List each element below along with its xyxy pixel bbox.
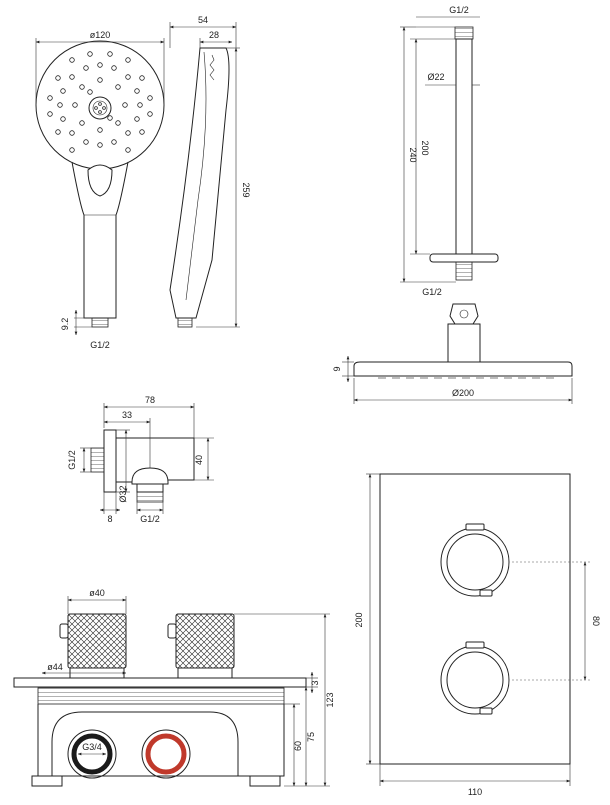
dim-arm-tube-diameter: Ø22 (427, 72, 444, 82)
dim-elbow-inlet-thread: G1/2 (67, 450, 77, 470)
dim-arm-length-200: 200 (420, 140, 430, 155)
dim-plate-knob-spacing: 80 (591, 616, 601, 626)
handshower-front-view: ø120 9.2 G1/2 (35, 30, 165, 350)
dim-overhead-thickness: 9 (332, 366, 342, 371)
dim-elbow-outlet-thread: G1/2 (140, 514, 160, 524)
dim-elbow-outlet: 33 (122, 410, 132, 420)
concealed-box-view: G3/4 ø40 ø44 123 3 75 60 (13, 588, 335, 787)
dim-arm-top-thread: G1/2 (449, 5, 469, 15)
cold-inlet-ring (71, 733, 113, 775)
wall-elbow-view: 78 33 40 G1/2 Ø32 8 G1/2 (67, 395, 214, 524)
overhead-shower-view: 9 Ø200 (332, 303, 573, 404)
dim-handshower-diameter: ø120 (90, 30, 111, 40)
handshower-nozzles (47, 51, 153, 153)
hot-inlet-ring (145, 733, 187, 775)
dim-box-trim-diameter: ø44 (47, 662, 63, 672)
dim-elbow-flange-depth: 8 (107, 514, 112, 524)
dim-handshower-length: 259 (241, 182, 251, 197)
dim-handshower-depth: 54 (198, 15, 208, 25)
dim-box-height-123: 123 (325, 692, 335, 707)
dim-plate-height: 200 (354, 612, 364, 627)
handshower-side-view: 54 28 259 (169, 15, 251, 328)
dim-overhead-diameter: Ø200 (452, 388, 474, 398)
dim-elbow-length: 78 (145, 395, 155, 405)
dim-box-depth-3: 3 (310, 680, 320, 685)
dim-box-height-60: 60 (293, 741, 303, 751)
shower-arm-view: G1/2 Ø22 200 240 G1/2 (400, 5, 499, 297)
dim-arm-length-240: 240 (408, 147, 418, 162)
dim-handshower-head-depth: 28 (209, 30, 219, 40)
dim-elbow-height: 40 (194, 455, 204, 465)
cover-plate-view: 200 80 110 (354, 473, 601, 797)
dim-box-inlet-thread: G3/4 (82, 742, 102, 752)
dim-handshower-thread: G1/2 (90, 340, 110, 350)
dim-elbow-flange-diameter: Ø32 (118, 485, 128, 502)
dim-box-height-75: 75 (306, 732, 316, 742)
dim-handshower-thread-length: 9.2 (60, 318, 70, 331)
dim-plate-width: 110 (468, 787, 482, 797)
dim-arm-bottom-thread: G1/2 (422, 287, 442, 297)
dim-box-knob-diameter: ø40 (89, 588, 105, 598)
